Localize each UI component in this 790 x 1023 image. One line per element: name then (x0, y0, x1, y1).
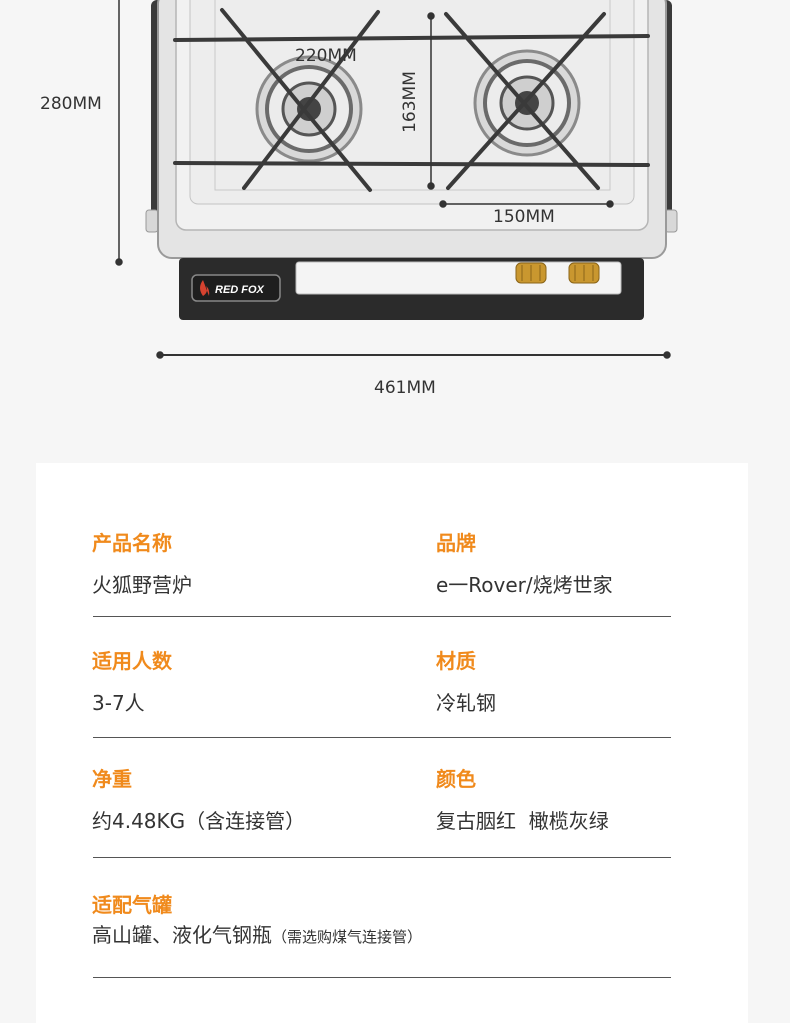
grate-span-dim-label: 220MM (295, 46, 357, 66)
height-dim-label: 280MM (40, 94, 102, 114)
spec-label-material: 材质 (436, 649, 476, 673)
spec-value-canister-note: （需选购煤气连接管） (272, 928, 423, 946)
spec-divider (93, 977, 671, 978)
spec-value-brand: e一Rover/烧烤世家 (436, 573, 613, 597)
spec-label-brand: 品牌 (436, 531, 476, 555)
spec-divider (93, 857, 671, 858)
spec-label-color: 颜色 (436, 767, 476, 791)
spec-label-canister: 适配气罐 (92, 893, 172, 917)
spec-label-people: 适用人数 (92, 649, 172, 673)
cooking-grate (173, 8, 650, 192)
spec-value-canister: 高山罐、液化气钢瓶（需选购煤气连接管） (92, 919, 422, 948)
spec-value-people: 3-7人 (92, 691, 145, 715)
spec-divider (93, 737, 671, 738)
spec-label-product-name: 产品名称 (92, 531, 172, 555)
spec-label-net-weight: 净重 (92, 767, 132, 791)
burner-gap-dim-label: 150MM (493, 207, 555, 227)
grate-depth-dim-label: 163MM (400, 71, 420, 133)
spec-value-product-name: 火狐野营炉 (92, 573, 192, 597)
spec-value-material: 冷轧钢 (436, 691, 496, 715)
spec-value-canister-text: 高山罐、液化气钢瓶 (92, 923, 272, 947)
knob-left (515, 262, 547, 284)
brand-plate (191, 274, 281, 302)
brand-plate-text: RED FOX (215, 284, 265, 296)
spec-card: 产品名称 火狐野营炉 品牌 e一Rover/烧烤世家 适用人数 3-7人 材质 … (36, 463, 748, 1023)
spec-value-net-weight: 约4.48KG（含连接管） (92, 809, 306, 833)
knob-right (568, 262, 600, 284)
stove-illustration: RED FOX (115, 0, 678, 359)
spec-divider (93, 616, 671, 617)
width-dim-label: 461MM (374, 378, 436, 398)
spec-value-color: 复古胭红 橄榄灰绿 (436, 809, 609, 833)
